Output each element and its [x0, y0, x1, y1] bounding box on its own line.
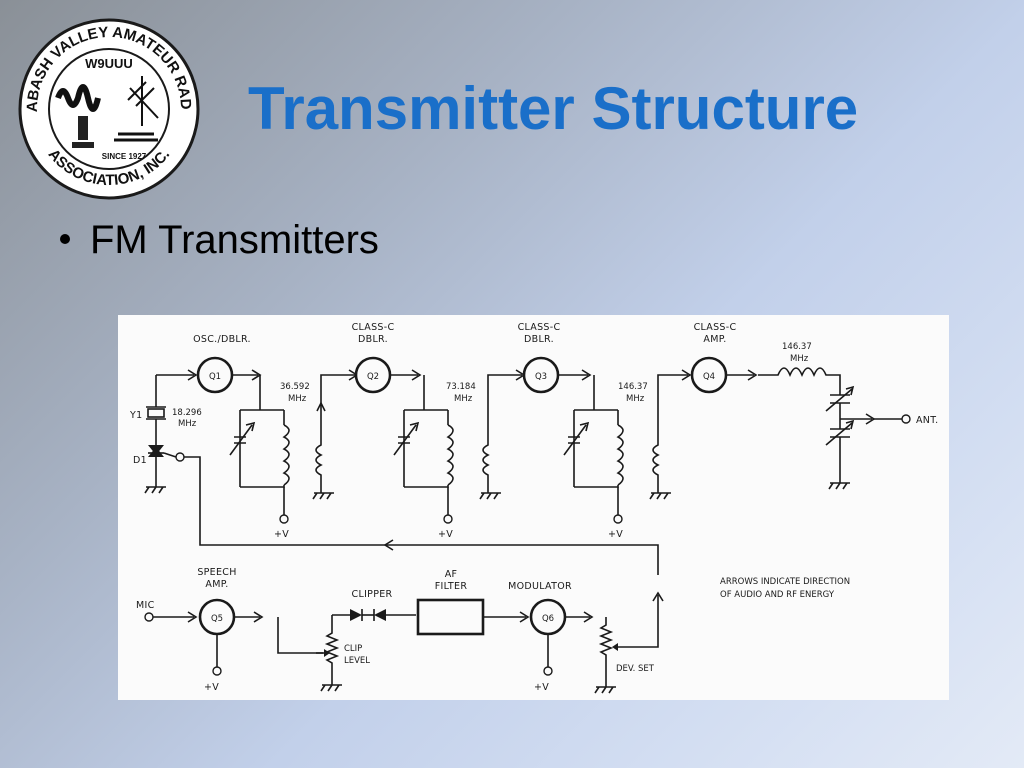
slide-title: Transmitter Structure [248, 75, 859, 142]
bullet-item: FM Transmitters [60, 218, 379, 263]
freq4-unit: MHz [790, 354, 809, 364]
crystal-freq: 18.296 [172, 408, 202, 418]
q1-id: Q1 [209, 372, 221, 382]
club-logo: WABASH VALLEY AMATEUR RADIO ASSOCIATION,… [18, 18, 200, 200]
supply-v5: +V [204, 682, 219, 693]
bullet-dot-icon [60, 234, 70, 245]
af-filter-line2: FILTER [435, 581, 468, 592]
crystal-oscillator-input: Y1 18.296 MHz D1 [129, 375, 202, 494]
freq3-value: 146.37 [618, 382, 648, 392]
crystal-ref: Y1 [129, 410, 142, 421]
q5-id: Q5 [211, 614, 223, 624]
q2-id: Q2 [367, 372, 379, 382]
q4-label1: CLASS-C [694, 322, 737, 333]
q3-label2: DBLR. [524, 334, 554, 345]
dev-set-label: DEV. SET [616, 664, 655, 674]
freq1-value: 36.592 [280, 382, 310, 392]
q5-label1: SPEECH [197, 567, 236, 578]
freq2-value: 73.184 [446, 382, 476, 392]
af-filter-line1: AF [445, 569, 458, 580]
crystal-unit: MHz [178, 419, 197, 429]
q3-id: Q3 [535, 372, 547, 382]
supply-v6: +V [534, 682, 549, 693]
diode-ref: D1 [133, 455, 147, 466]
freq4-value: 146.37 [782, 342, 812, 352]
note-line2: OF AUDIO AND RF ENERGY [720, 590, 835, 600]
q2-label2: DBLR. [358, 334, 388, 345]
q4-id: Q4 [703, 372, 715, 382]
clip-level-line1: CLIP [344, 644, 362, 654]
logo-since: SINCE 1927 [102, 152, 147, 161]
fm-transmitter-schematic: Y1 18.296 MHz D1 Q1 OSC./DBLR. +V 36.592… [118, 315, 949, 700]
clip-level-line2: LEVEL [344, 656, 370, 666]
q5-label2: AMP. [205, 579, 228, 590]
freq3-unit: MHz [626, 394, 645, 404]
bullet-text: FM Transmitters [90, 218, 379, 262]
q2-label1: CLASS-C [352, 322, 395, 333]
supply-v3: +V [608, 529, 623, 540]
q4-label2: AMP. [703, 334, 726, 345]
q6-id: Q6 [542, 614, 554, 624]
mic-label: MIC [136, 600, 155, 611]
clipper-label: CLIPPER [352, 589, 393, 600]
q6-label: MODULATOR [508, 581, 572, 592]
logo-callsign: W9UUU [85, 56, 133, 71]
note-line1: ARROWS INDICATE DIRECTION [720, 577, 850, 587]
supply-v1: +V [274, 529, 289, 540]
antenna-label: ANT. [916, 415, 939, 426]
freq2-unit: MHz [454, 394, 473, 404]
supply-v2: +V [438, 529, 453, 540]
q1-label: OSC./DBLR. [193, 334, 251, 345]
q3-label1: CLASS-C [518, 322, 561, 333]
freq1-unit: MHz [288, 394, 307, 404]
